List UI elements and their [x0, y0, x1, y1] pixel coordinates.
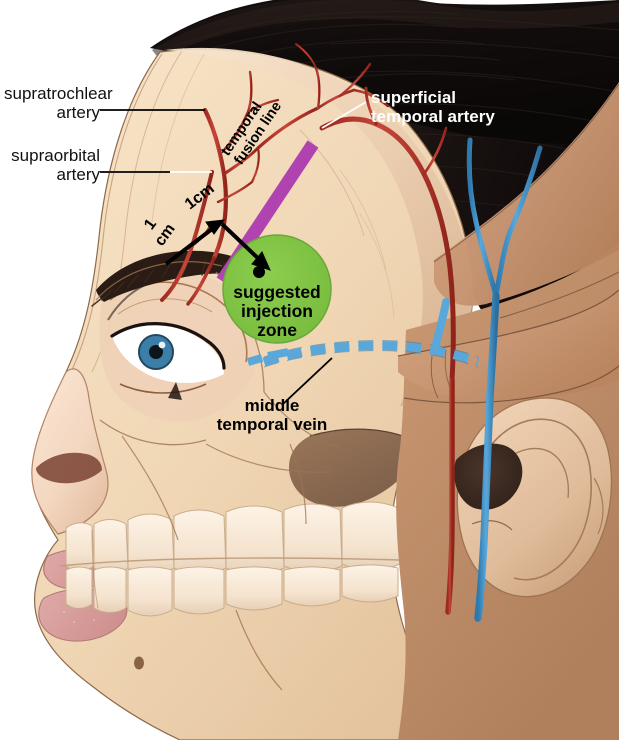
label-superficial-temporal-artery: superficial temporal artery [371, 88, 495, 127]
label-suggested-injection-zone: suggested injection zone [233, 282, 321, 340]
label-supratrochlear-artery: supratrochlear artery [4, 84, 113, 123]
middle-temporal-vein-dashed [262, 341, 480, 367]
label-middle-temporal-vein: middle temporal vein [216, 396, 328, 435]
pupil [149, 345, 163, 359]
leader-lines [100, 101, 367, 405]
mental-foramen [134, 656, 144, 670]
superficial-temporal-vein-anterior [466, 137, 499, 299]
suggested-injection-zone-circle [222, 234, 332, 344]
nose [31, 368, 109, 535]
label-supraorbital-artery: supraorbital artery [11, 146, 100, 185]
facial-sutures [121, 391, 341, 541]
middle-temporal-vein-ascending [432, 298, 450, 348]
injection-point-dot [253, 266, 265, 278]
arrow-1cm-vertical-head [205, 219, 226, 235]
superficial-temporal-artery [319, 116, 456, 383]
veins [466, 137, 543, 622]
arrow-1cm-vertical-shaft [164, 224, 218, 266]
retromandibular-vein [474, 292, 500, 622]
lower-teeth [65, 564, 399, 617]
middle-temporal-vein-outline [263, 340, 479, 368]
mtv-anterior-dashes [246, 348, 289, 366]
eye-region [99, 268, 259, 422]
superficial-temporal-vein-posterior [493, 145, 543, 299]
middle-temporal-vein-leader [282, 357, 333, 405]
measurement-arrows [164, 219, 271, 271]
superficial-temporal-leader [321, 101, 367, 129]
arrow-1cm-horizontal-head [251, 251, 271, 271]
arrow-1cm-horizontal-shaft [220, 222, 264, 264]
